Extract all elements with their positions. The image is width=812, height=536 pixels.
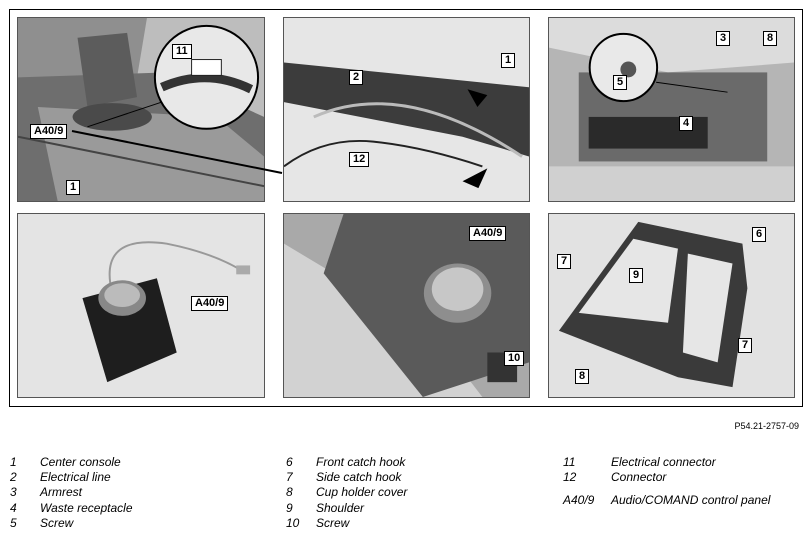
callout-1: 1 [66, 180, 81, 195]
callout-A40-9: A40/9 [191, 296, 229, 311]
callout-4: 4 [679, 116, 694, 131]
figure-reference: P54.21-2757-09 [734, 421, 799, 431]
callout-A40-9: A40/9 [30, 124, 68, 139]
callout-10: 10 [504, 351, 525, 366]
callout-12: 12 [349, 152, 370, 167]
photo-installed-panel [283, 213, 530, 398]
photo-center-console [17, 17, 265, 202]
callout-7: 7 [738, 338, 753, 353]
callout-9: 9 [629, 268, 644, 283]
callout-5: 5 [613, 75, 628, 90]
callout-1: 1 [501, 53, 516, 68]
callout-11: 11 [172, 44, 192, 59]
callout-3: 3 [716, 31, 731, 46]
callout-A40-9: A40/9 [469, 226, 507, 241]
photo-electrical-line [283, 17, 530, 202]
callout-6: 6 [752, 227, 767, 242]
photo-armrest [548, 17, 795, 202]
callout-2: 2 [349, 70, 364, 85]
callout-8: 8 [575, 369, 590, 384]
photo-cup-holder-cover [548, 213, 795, 398]
callout-8: 8 [763, 31, 778, 46]
callout-7: 7 [557, 254, 572, 269]
